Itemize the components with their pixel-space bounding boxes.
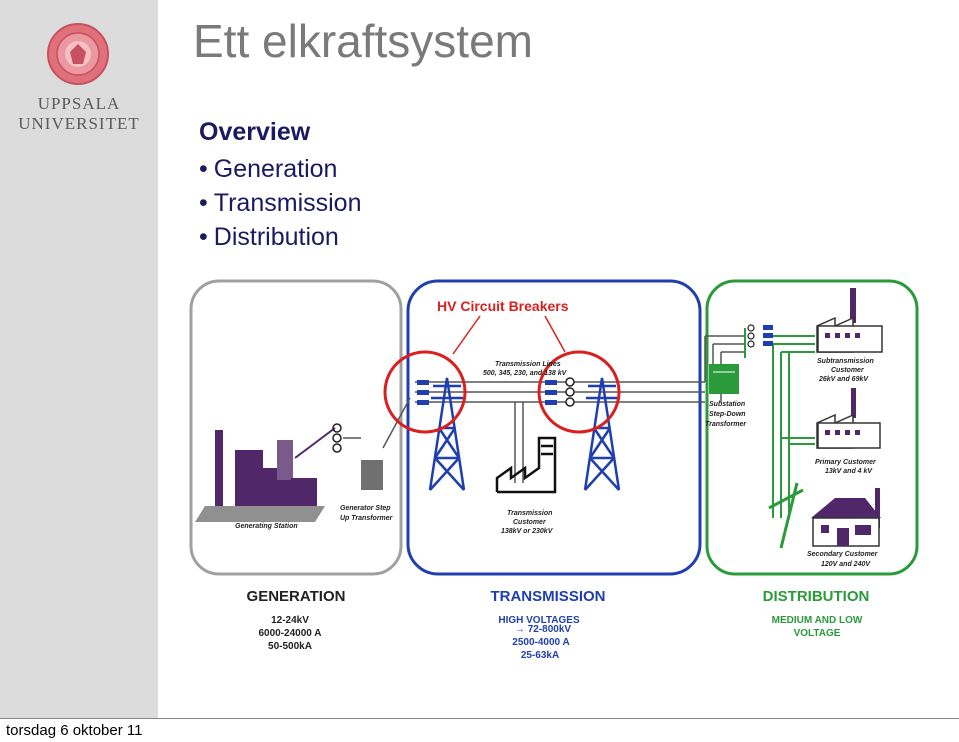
bullet-transmission: Transmission — [213, 189, 362, 217]
distribution-heading: DISTRIBUTION — [763, 588, 870, 605]
generation-panel — [189, 279, 403, 576]
primary-customer-label-1: Primary Customer — [815, 459, 877, 466]
generation-fault-current: 50-500kA — [268, 641, 312, 652]
breaker-insulators-right-icon — [545, 377, 575, 407]
hv-arrow-left — [452, 315, 481, 355]
generator-transformer-label-2: Up Transformer — [340, 515, 394, 522]
subtransmission-label-2: Customer — [831, 367, 865, 374]
overview-heading: Overview — [199, 118, 311, 146]
subtransmission-label-1: Subtransmission — [817, 358, 874, 365]
subtransmission-customer-icon — [816, 288, 883, 353]
sidebar: UPPSALA UNIVERSITET — [0, 0, 158, 718]
hv-breaker-circle-right — [537, 350, 621, 434]
bullet-item: •Generation — [199, 155, 338, 183]
transmission-lines-label: Transmission Lines — [495, 361, 561, 368]
substation-label-1: Substation — [709, 401, 745, 408]
transmission-fault-current: 25-63kA — [521, 650, 559, 661]
distribution-voltage-line2: VOLTAGE — [794, 628, 841, 639]
footer-date: torsdag 6 oktober 11 — [6, 722, 143, 739]
transmission-tower-left-icon — [428, 377, 466, 491]
generation-voltage: 12-24kV — [271, 615, 309, 626]
primary-customer-label-2: 13kV and 4 kV — [825, 468, 873, 475]
secondary-customer-house-icon — [811, 488, 881, 547]
transmission-lines-voltages: 500, 345, 230, and 138 kV — [483, 370, 568, 377]
generating-station-icon — [195, 423, 342, 522]
substation-transformer-icon — [709, 364, 739, 394]
hv-breaker-circle-left — [383, 350, 467, 434]
distribution-lines — [744, 328, 815, 518]
slide-title: Ett elkraftsystem — [193, 15, 533, 67]
hv-arrow-right — [544, 315, 566, 353]
bullet-list: •Generation •Transmission •Distribution — [199, 152, 361, 254]
bullet-generation: Generation — [213, 155, 338, 183]
substation-label-3: Transformer — [705, 421, 747, 428]
substation-label-2: Step-Down — [709, 411, 746, 418]
university-name-line2: UNIVERSITET — [18, 114, 140, 133]
transmission-customer-label-1: Transmission — [507, 510, 552, 517]
generator-transformer-label-1: Generator Step — [340, 505, 391, 512]
bullet-distribution: Distribution — [213, 223, 339, 251]
breaker-insulators-left-icon — [417, 380, 429, 405]
bullet-item: •Distribution — [199, 223, 339, 251]
footer-divider — [0, 718, 959, 719]
generation-heading: GENERATION — [247, 588, 346, 605]
university-seal-icon — [47, 23, 109, 85]
bullet-item: •Transmission — [199, 189, 362, 217]
distribution-pole-icon — [768, 482, 804, 549]
transmission-voltage-range: → 72-800kV — [515, 624, 571, 635]
generator-step-up-transformer-icon — [343, 397, 411, 490]
transmission-high-voltages: HIGH VOLTAGES — [498, 615, 580, 626]
transmission-customer-label-2: Customer — [513, 519, 547, 526]
transmission-heading: TRANSMISSION — [490, 588, 605, 605]
primary-customer-icon — [816, 388, 881, 449]
power-system-diagram: Generating Station Generator Step Up Tra… — [189, 279, 919, 661]
transmission-current: 2500-4000 A — [512, 637, 569, 648]
generating-station-label: Generating Station — [235, 523, 298, 530]
distribution-insulators-icon — [747, 324, 773, 348]
secondary-customer-label-2: 120V and 240V — [821, 561, 871, 568]
hv-circuit-breakers-label: HV Circuit Breakers — [437, 298, 569, 314]
distribution-voltage-line1: MEDIUM AND LOW — [772, 615, 863, 626]
generation-current: 6000-24000 A — [258, 628, 321, 639]
university-name-line1: UPPSALA — [37, 94, 121, 113]
subtransmission-label-3: 26kV and 69kV — [818, 376, 869, 383]
transmission-customer-label-3: 138kV or 230kV — [501, 528, 554, 535]
transmission-customer-icon — [495, 436, 557, 494]
secondary-customer-label-1: Secondary Customer — [807, 551, 879, 558]
